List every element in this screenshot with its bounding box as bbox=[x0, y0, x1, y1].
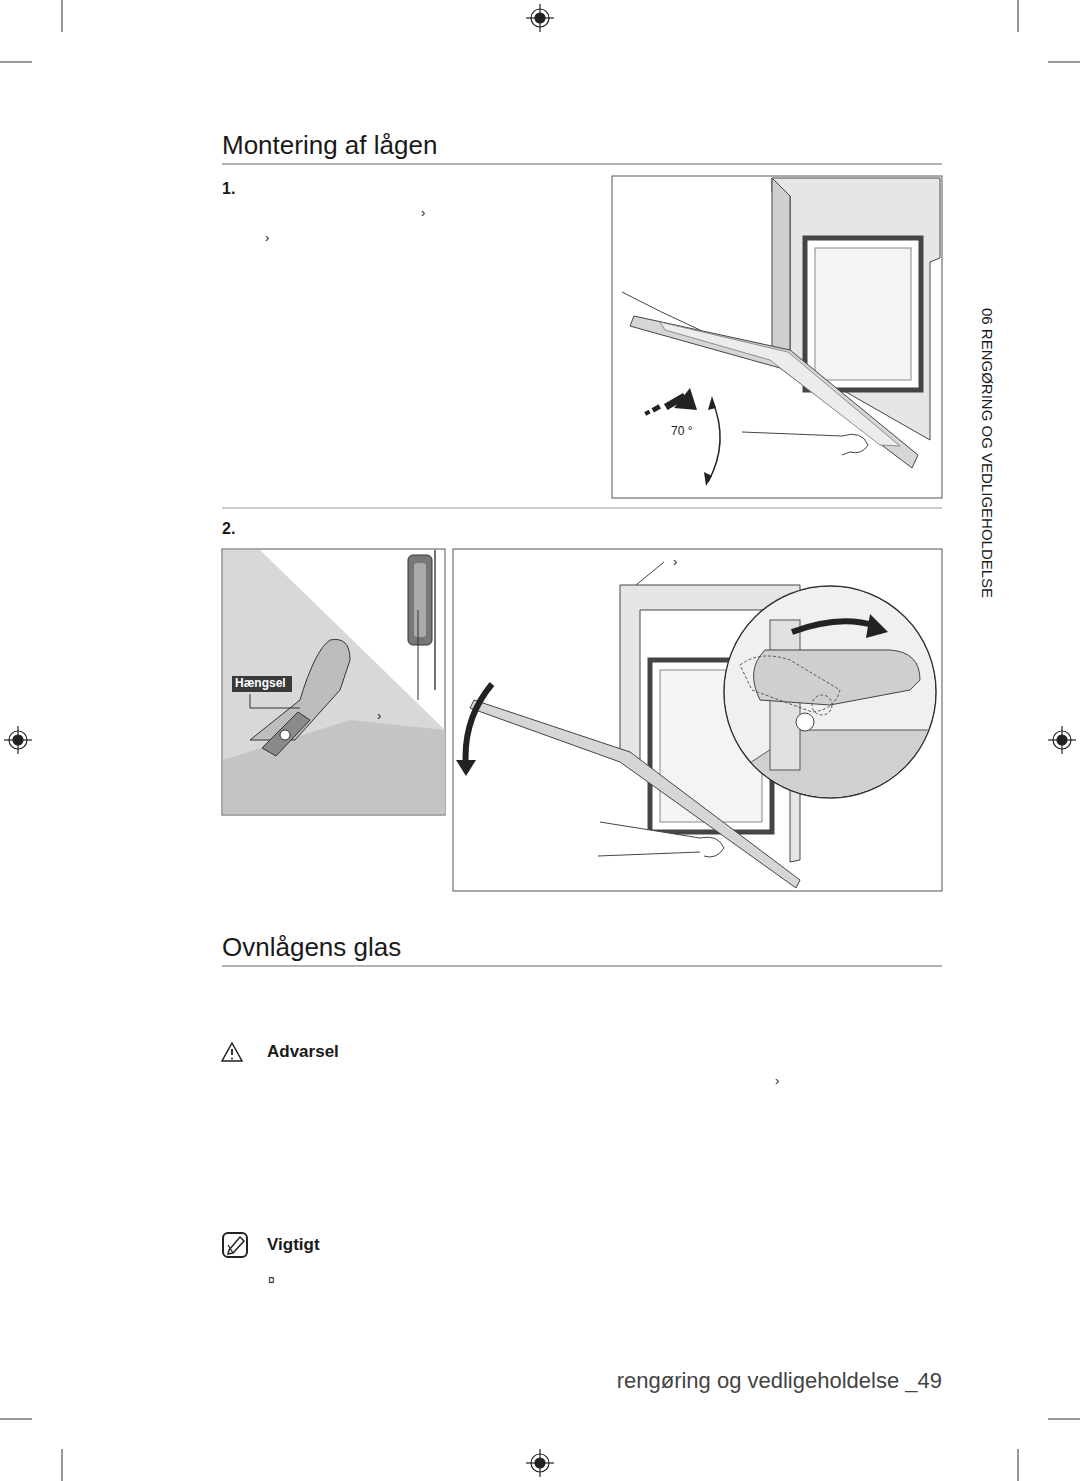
hinge-label-box: Hængsel bbox=[232, 676, 292, 692]
step-number: 2. bbox=[222, 520, 235, 538]
section-heading: Montering af lågen bbox=[222, 131, 437, 161]
angle-label: 70 ° bbox=[671, 425, 692, 439]
step-number: 1. bbox=[222, 180, 235, 198]
stray-glyph: › bbox=[775, 1074, 779, 1089]
side-chapter-tab: 06 RENGØRING OG VEDLIGEHOLDELSE bbox=[979, 308, 996, 598]
section-rule bbox=[222, 508, 942, 509]
section-heading: Ovnlågens glas bbox=[222, 933, 401, 963]
stray-glyph: › bbox=[265, 231, 269, 246]
page-footer: rengøring og vedligeholdelse _49 bbox=[617, 1368, 942, 1393]
warning-heading: Advarsel bbox=[267, 1042, 339, 1062]
heading-rule bbox=[222, 164, 942, 165]
stray-glyph: ¤ bbox=[268, 1274, 275, 1288]
figure-step-2-detail bbox=[222, 549, 445, 815]
figure-step-2 bbox=[453, 549, 942, 891]
figure-step-1 bbox=[612, 176, 942, 498]
warning-icon bbox=[222, 1043, 242, 1061]
part-name: Hængsel bbox=[235, 676, 292, 690]
note-heading: Vigtigt bbox=[267, 1235, 320, 1255]
stray-glyph: › bbox=[421, 206, 425, 221]
stray-glyph: › bbox=[377, 709, 381, 724]
heading-rule bbox=[222, 966, 942, 967]
note-icon bbox=[223, 1233, 247, 1257]
registration-marks bbox=[4, 4, 1076, 1477]
stray-glyph: › bbox=[673, 555, 677, 570]
